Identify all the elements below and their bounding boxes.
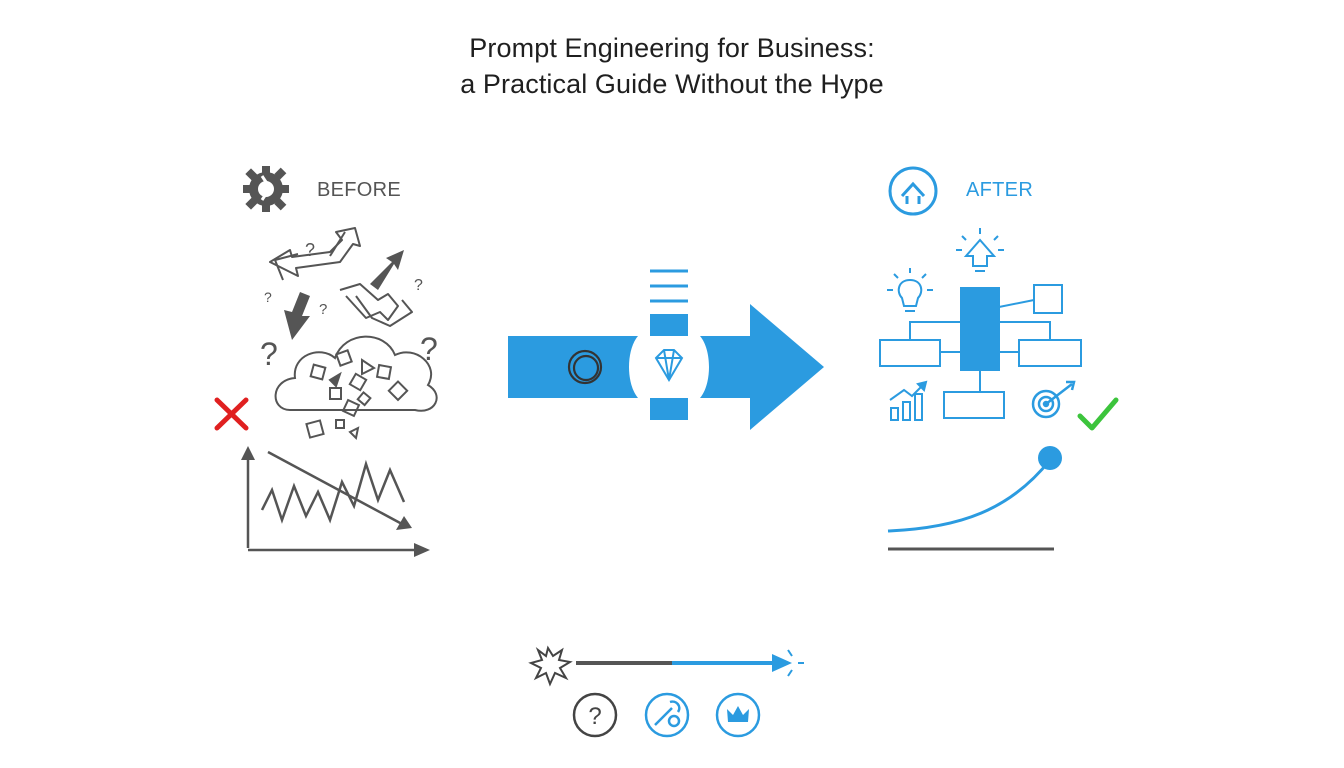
diamond-icon — [654, 349, 684, 382]
svg-text:?: ? — [420, 331, 438, 367]
dark-arrows-icon — [284, 250, 404, 340]
question-marks-icon: ? ? ? ? ? ? — [260, 240, 438, 372]
blue-transform-arrow-icon — [508, 304, 824, 430]
svg-text:?: ? — [319, 301, 327, 318]
target-icon — [1031, 380, 1076, 419]
bar-growth-icon — [889, 380, 928, 421]
broken-gear-icon — [243, 166, 289, 212]
chaotic-arrows-icon — [269, 227, 413, 327]
stack-lines-icon — [650, 269, 688, 303]
org-chart-icon — [879, 284, 1082, 419]
progress-arrow-icon — [576, 649, 804, 677]
declining-noisy-chart-icon — [241, 446, 430, 557]
svg-text:?: ? — [305, 240, 315, 260]
svg-text:?: ? — [264, 289, 272, 305]
circle-icon — [567, 349, 603, 385]
tools-circle-icon — [644, 692, 690, 738]
svg-text:?: ? — [260, 336, 278, 372]
green-check-icon — [1077, 397, 1119, 431]
messy-cloud-icon — [274, 335, 438, 441]
growth-curve-icon — [887, 446, 1062, 551]
svg-text:?: ? — [588, 703, 601, 730]
red-x-icon — [214, 397, 249, 431]
before-label: BEFORE — [317, 179, 402, 201]
idea-bulb-icon — [887, 268, 933, 312]
svg-text:?: ? — [414, 277, 423, 294]
title-line-1: Prompt Engineering for Business: — [469, 33, 875, 63]
crown-circle-icon — [715, 692, 761, 738]
question-circle-icon: ? — [572, 692, 618, 738]
upload-circle-icon — [888, 166, 938, 216]
title-line-2: a Practical Guide Without the Hype — [460, 69, 884, 99]
upload-bulb-icon — [956, 228, 1004, 272]
page-title: Prompt Engineering for Business: a Pract… — [0, 30, 1344, 102]
after-label: AFTER — [966, 179, 1034, 201]
burst-icon — [528, 645, 573, 687]
